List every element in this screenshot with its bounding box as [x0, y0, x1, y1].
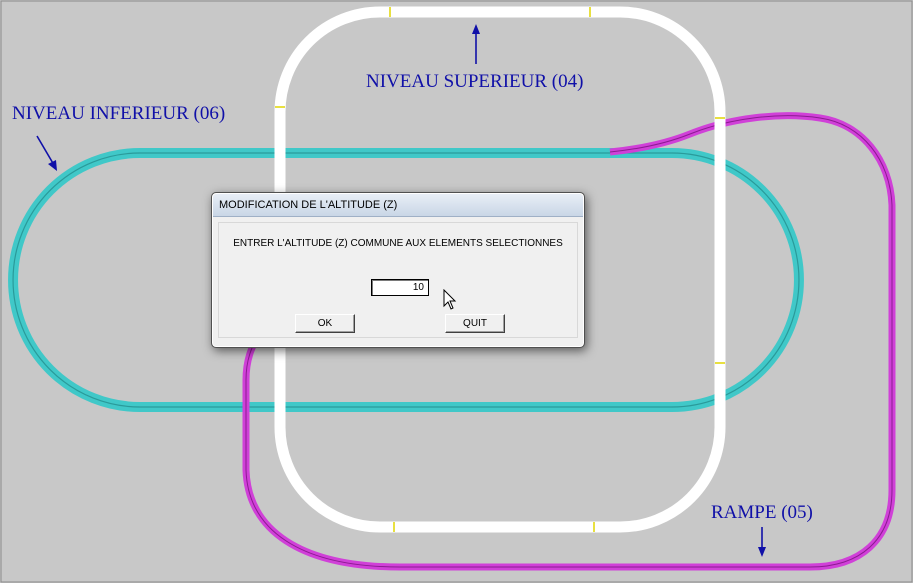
- altitude-dialog: MODIFICATION DE L'ALTITUDE (Z) ENTRER L'…: [211, 192, 585, 348]
- ok-button[interactable]: OK: [295, 314, 355, 333]
- lower-level-track[interactable]: [8, 148, 804, 412]
- dialog-message: ENTRER L'ALTITUDE (Z) COMMUNE AUX ELEMEN…: [233, 238, 563, 249]
- quit-button[interactable]: QUIT: [445, 314, 505, 333]
- arrow-down-icon: [758, 527, 766, 557]
- ramp-track[interactable]: [242, 112, 896, 571]
- dialog-title: MODIFICATION DE L'ALTITUDE (Z): [213, 194, 583, 217]
- arrow-up-icon: [472, 24, 480, 64]
- altitude-input[interactable]: [371, 279, 429, 296]
- annotation-arrows: [36, 24, 766, 557]
- lower-level-label: NIVEAU INFERIEUR (06): [12, 103, 226, 124]
- mouse-cursor-icon: [443, 289, 457, 310]
- upper-level-label: NIVEAU SUPERIEUR (04): [366, 71, 584, 92]
- ramp-label: RAMPE (05): [711, 502, 813, 523]
- dialog-body: ENTRER L'ALTITUDE (Z) COMMUNE AUX ELEMEN…: [218, 222, 578, 338]
- upper-level-track[interactable]: [274, 6, 726, 533]
- arrow-diagonal-icon: [36, 135, 57, 171]
- upper-track-joints: [275, 7, 725, 532]
